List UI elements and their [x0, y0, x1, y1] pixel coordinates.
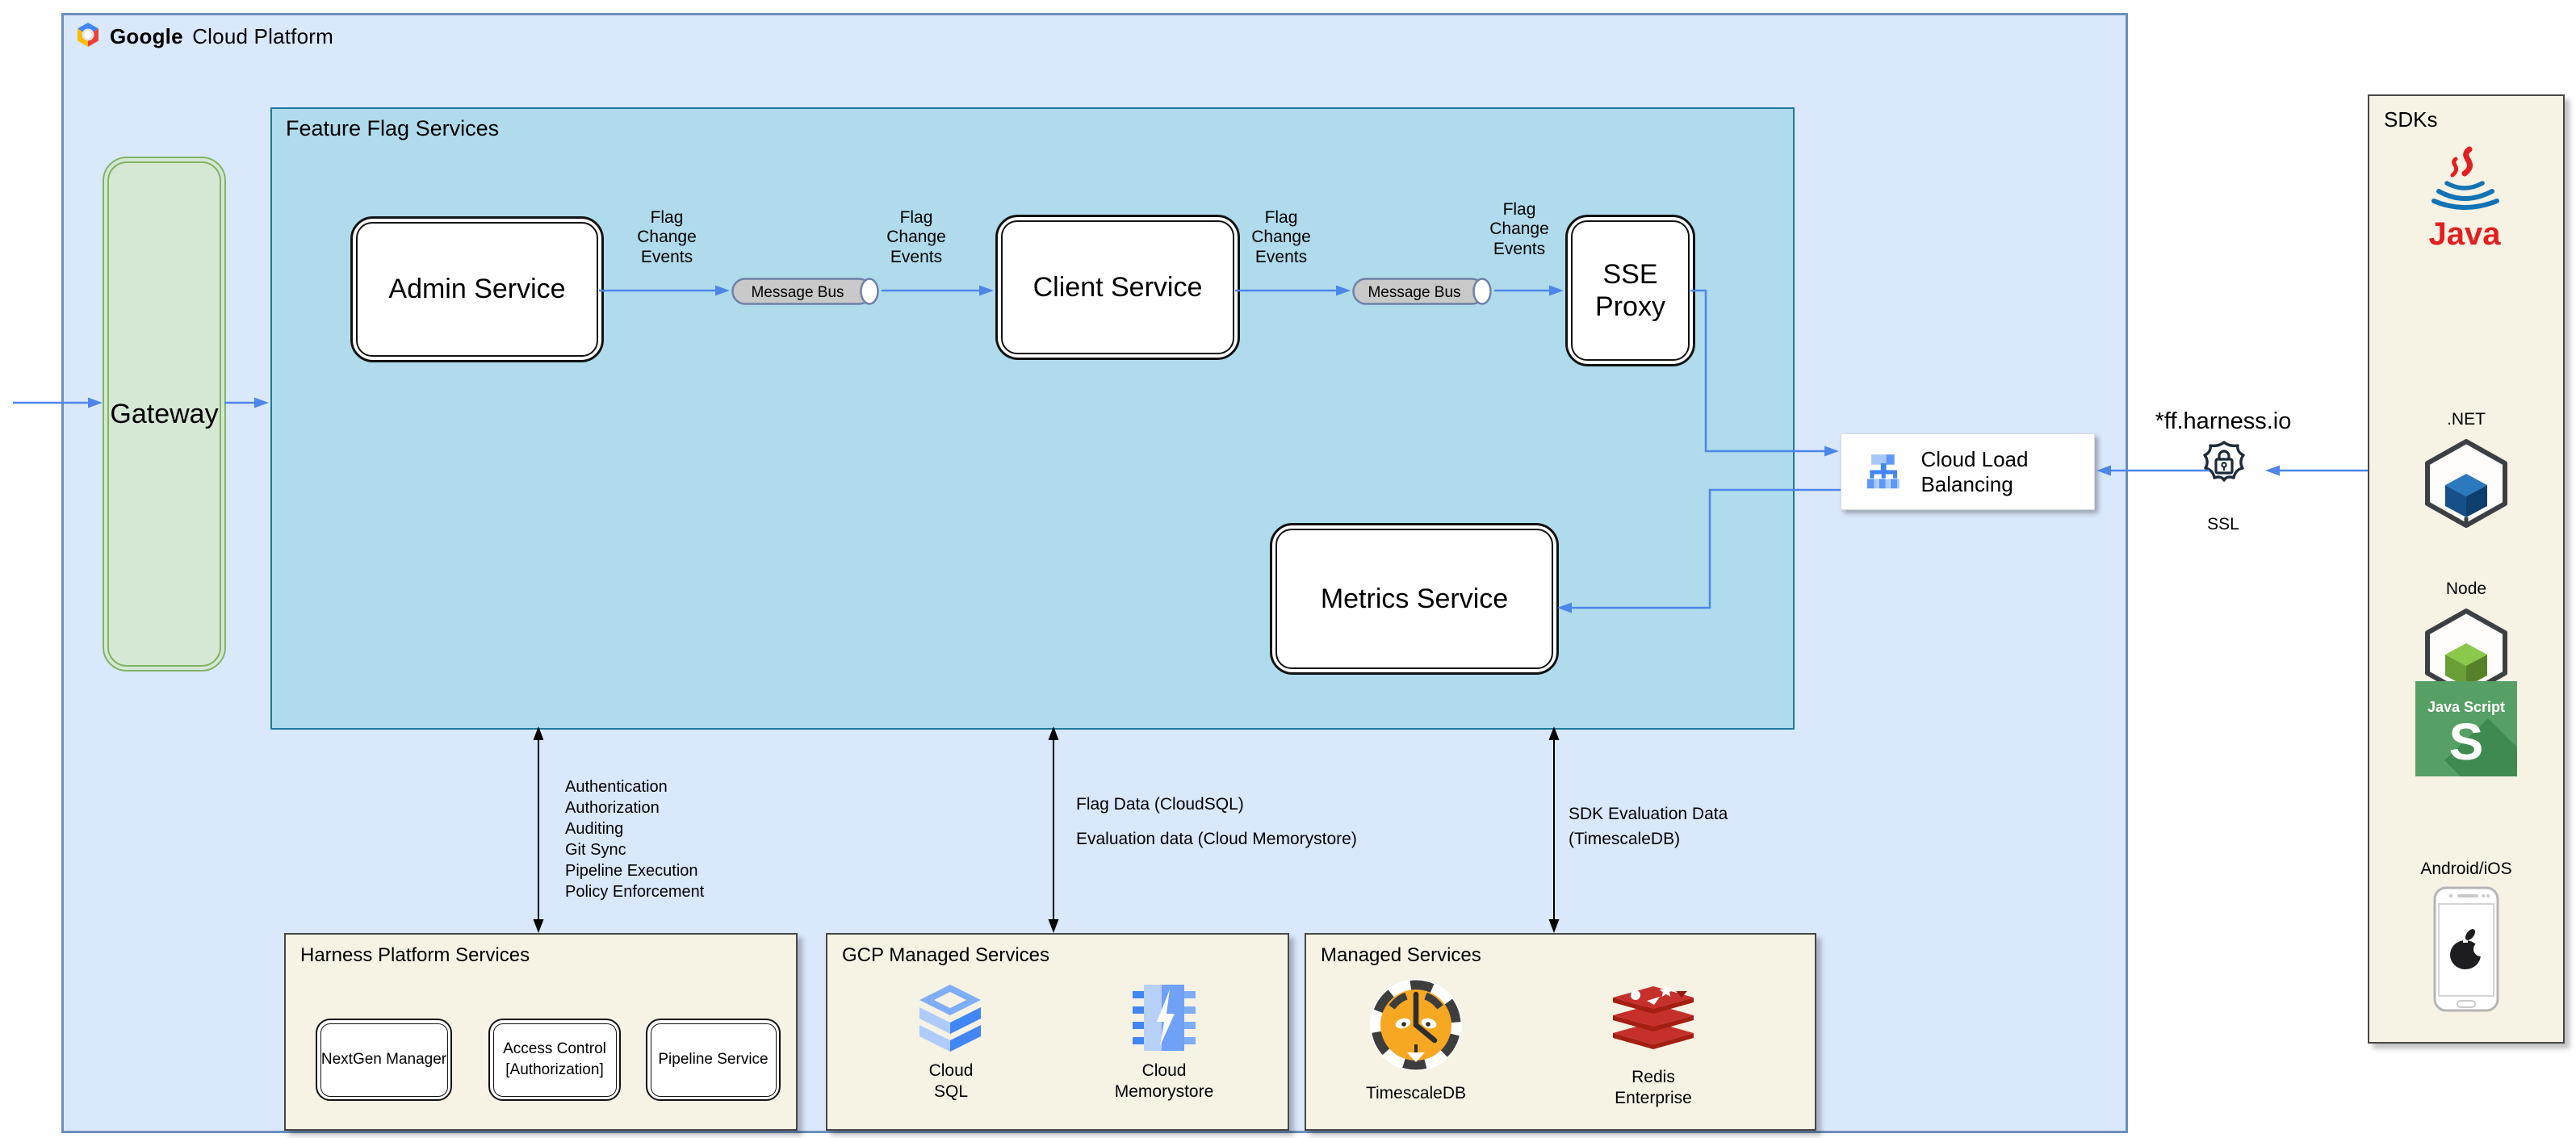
message-bus-1-label: Message Bus: [751, 284, 844, 301]
client-service-node: Client Service: [995, 215, 1240, 360]
evaluation-data-label: Evaluation data (Cloud Memorystore): [1076, 830, 1357, 848]
javascript-label-top: Java Script: [2427, 699, 2506, 715]
flag-change-events-label-1: Flag Change Events: [637, 208, 697, 266]
mobile-label: Android/iOS: [2420, 860, 2512, 878]
node-cube-icon: [2425, 609, 2507, 697]
cloud-memorystore-label: Cloud Memorystore: [1114, 1061, 1214, 1101]
pipeline-service-label: Pipeline Service: [658, 1051, 769, 1069]
javascript-label-s: S: [2448, 713, 2484, 771]
message-bus-1-icon: [731, 278, 879, 305]
java-label: Java: [2428, 216, 2501, 252]
timescaledb-icon: [1370, 979, 1462, 1071]
sdk-evaluation-data-label: SDK Evaluation Data (TimescaleDB): [1569, 805, 1728, 848]
cloud-sql-icon: [919, 985, 981, 1052]
gateway-label: Gateway: [110, 398, 219, 429]
flag-change-events-label-4: Flag Change Events: [1489, 200, 1549, 258]
domain-label: *ff.harness.io: [2155, 408, 2292, 434]
nextgen-manager-node: NextGen Manager: [316, 1019, 452, 1101]
platform-capabilities-list: Authentication Authorization Auditing Gi…: [565, 778, 705, 901]
ssl-label: SSL: [2207, 515, 2239, 533]
ssl-shield-icon: [2203, 441, 2245, 482]
harness-platform-services-title: Harness Platform Services: [300, 944, 530, 966]
timescaledb-label: TimescaleDB: [1365, 1084, 1467, 1102]
dotnet-cube-icon: [2425, 439, 2507, 528]
harness-platform-services-container: Harness Platform Services NextGen Manage…: [284, 933, 798, 1131]
java-sdk-icon: Java: [2415, 146, 2515, 252]
redis-enterprise-icon: [1613, 985, 1694, 1049]
managed-services-container: Managed Services TimescaleDB: [1305, 933, 1816, 1131]
nextgen-manager-label: NextGen Manager: [320, 1051, 447, 1069]
cloud-load-balancing-card: Cloud Load Balancing: [1841, 433, 2095, 510]
brand-rest: Cloud Platform: [192, 24, 333, 48]
sse-proxy-label: SSE Proxy: [1595, 258, 1665, 322]
feature-flag-services-title: Feature Flag Services: [286, 116, 500, 140]
cloud-memorystore-icon: [1133, 985, 1196, 1051]
cloud-sql-label: Cloud SQL: [928, 1061, 974, 1101]
flag-data-label: Flag Data (CloudSQL): [1076, 795, 1244, 814]
node-label: Node: [2445, 579, 2487, 598]
dotnet-label: .NET: [2447, 410, 2486, 429]
gcp-logo-icon: [77, 23, 98, 47]
message-bus-2-label: Message Bus: [1368, 284, 1461, 301]
cloud-load-balancing-icon: [1867, 454, 1900, 488]
admin-service-label: Admin Service: [388, 274, 566, 305]
pipeline-service-node: Pipeline Service: [646, 1019, 781, 1101]
sdks-container: SDKs Java .NET Node: [2368, 94, 2565, 1044]
access-control-label: Access Control [Authorization]: [503, 1040, 606, 1078]
gcp-header-title: Google Cloud Platform: [110, 24, 333, 49]
access-control-node: Access Control [Authorization]: [488, 1019, 621, 1101]
brand-bold: Google: [110, 24, 183, 48]
gateway-node: Gateway: [103, 157, 226, 672]
sdks-title: SDKs: [2384, 107, 2438, 132]
cloud-load-balancing-label: Cloud Load Balancing: [1920, 446, 2029, 496]
gcp-managed-services-title: GCP Managed Services: [842, 944, 1050, 966]
client-service-label: Client Service: [1032, 271, 1203, 303]
redis-enterprise-label: Redis Enterprise: [1615, 1068, 1692, 1107]
apple-logo-icon: [2450, 929, 2488, 969]
managed-services-title: Managed Services: [1321, 944, 1481, 966]
gcp-managed-services-container: GCP Managed Services Cloud SQL Cloud Mem…: [826, 933, 1289, 1131]
metrics-service-node: Metrics Service: [1270, 523, 1559, 675]
metrics-service-label: Metrics Service: [1320, 583, 1509, 614]
mobile-phone-icon: [2433, 886, 2499, 1012]
admin-service-node: Admin Service: [350, 216, 604, 362]
flag-change-events-label-2: Flag Change Events: [886, 208, 946, 266]
javascript-sdk-icon: Java Script S: [2415, 681, 2517, 776]
flag-change-events-label-3: Flag Change Events: [1251, 208, 1311, 266]
sse-proxy-node: SSE Proxy: [1565, 215, 1695, 366]
message-bus-2-icon: [1352, 278, 1492, 305]
